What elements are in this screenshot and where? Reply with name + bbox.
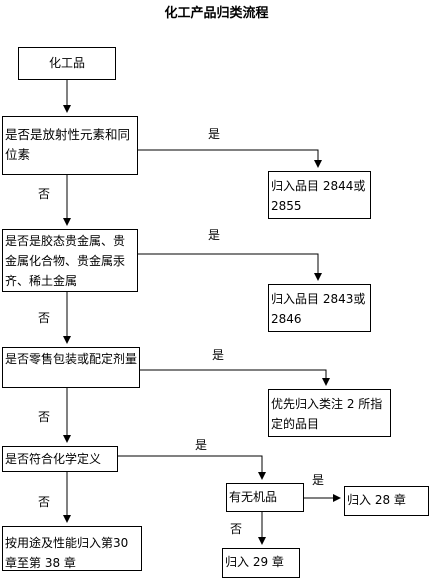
node-q4: 是否符合化学定义 bbox=[2, 446, 118, 472]
diagram-title: 化工产品归类流程 bbox=[164, 6, 269, 21]
arrow-q2-r2 bbox=[138, 253, 322, 281]
node-r2: 归入品目 2843或 2846 bbox=[268, 284, 371, 332]
label-yes-q5: 是 bbox=[312, 473, 325, 487]
arrow-q4-q5 bbox=[118, 455, 266, 480]
arrow-q1-r1 bbox=[138, 149, 322, 168]
node-r4: 按用途及性能归入第30 章至第 38 章 bbox=[2, 526, 142, 571]
label-yes-q3: 是 bbox=[212, 348, 225, 362]
node-start: 化工品 bbox=[18, 47, 116, 80]
label-no-q3: 否 bbox=[38, 410, 51, 424]
label-no-q1: 否 bbox=[38, 187, 51, 201]
arrow-q3-r3 bbox=[140, 369, 330, 386]
node-r1: 归入品目 2844或 2855 bbox=[268, 171, 371, 219]
node-q5: 有无机品 bbox=[226, 483, 304, 512]
node-r6: 归入 29 章 bbox=[222, 548, 300, 578]
label-yes-q4: 是 bbox=[195, 438, 208, 452]
label-yes-q1: 是 bbox=[208, 127, 221, 141]
node-q1: 是否是放射性元素和同位素 bbox=[2, 116, 138, 175]
label-no-q2: 否 bbox=[38, 311, 51, 325]
node-r3: 优先归入类注 2 所指定的品目 bbox=[268, 389, 391, 437]
label-yes-q2: 是 bbox=[208, 228, 221, 242]
node-q3: 是否零售包装或配定剂量 bbox=[2, 347, 140, 388]
label-no-q4: 否 bbox=[38, 495, 51, 509]
node-q2: 是否是胶态贵金属、贵金属化合物、贵金属汞齐、稀土金属 bbox=[2, 229, 138, 292]
label-no-q5: 否 bbox=[230, 522, 243, 536]
node-r5: 归入 28 章 bbox=[344, 486, 429, 516]
